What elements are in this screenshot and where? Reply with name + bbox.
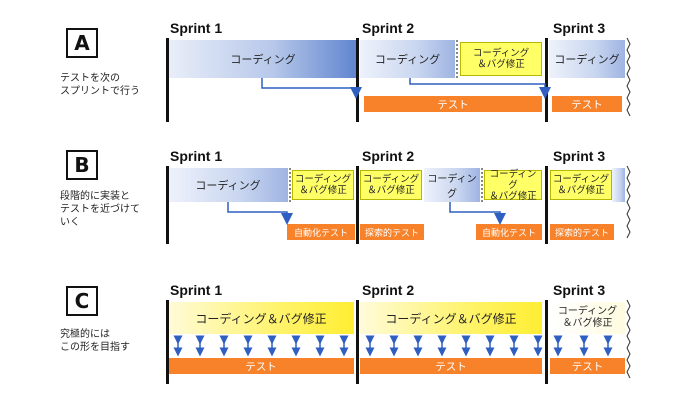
row-c-badge: C [66,286,98,316]
row-b-sprint-1-auto-test: 自動化テスト [287,224,355,240]
row-b-sprint-3-exploratory-test: 探索的テスト [550,224,614,240]
row-a-sprint-2-label: Sprint 2 [362,20,415,36]
row-b-sprint-1-divider [289,168,291,202]
row-b-sprint-1-coding: コーディング [168,168,288,202]
row-b-sprint-3-start [545,166,548,244]
row-b-arrow-2 [449,202,506,225]
row-c-sprint-3-test: テスト [550,358,625,374]
row-b-sprint-2-coding: コーディング [424,168,480,202]
row-a-sprint-2-coding-bugfix: コーディング ＆バグ修正 [460,42,542,76]
row-c-sprint-1-test: テスト [168,358,354,374]
row-c-sprint-3-start [545,300,548,384]
row-a-sprint-3-start [545,38,548,122]
row-a-sprint-3-test: テスト [552,96,622,112]
row-b-sprint-1-coding-bugfix: コーディング ＆バグ修正 [292,170,354,200]
row-b-sprint-2-coding-bugfix-1: コーディング ＆バグ修正 [360,170,422,200]
row-a-sprint-1-coding: コーディング [168,40,358,78]
row-c-sprint-3-coding-bugfix: コーディング ＆バグ修正 [550,302,625,334]
row-a-sprint-1-label: Sprint 1 [170,20,223,36]
row-c-sprint-2-test: テスト [360,358,542,374]
row-a-sprint-3-label: Sprint 3 [553,20,606,36]
row-b-sprint-2-divider [481,168,483,202]
row-c-zigzag [626,299,631,379]
row-c-sprint-1-label: Sprint 1 [170,282,223,298]
row-b-sprint-1-label: Sprint 1 [170,148,223,164]
row-c-sprint-1-coding-bugfix: コーディング＆バグ修正 [168,302,354,334]
row-a-sprint-2-test: テスト [364,96,542,112]
row-a-description: テストを次の スプリントで行う [60,73,140,97]
row-a-sprint-2-coding: コーディング [360,40,455,78]
row-c-sprint-2-coding-bugfix: コーディング＆バグ修正 [360,302,542,334]
row-a-zigzag [626,37,631,117]
row-b-sprint-3-label: Sprint 3 [553,148,606,164]
row-c-sprint-3-label: Sprint 3 [553,282,606,298]
row-a-sprint-3-coding: コーディング [549,40,625,78]
row-a-sprint-2-start [356,38,359,122]
row-a-sprint-1-start [166,38,169,122]
row-b-sprint-2-label: Sprint 2 [362,148,415,164]
row-b-sprint-2-coding-bugfix-2: コーディング ＆バグ修正 [484,169,542,202]
row-b-zigzag [626,165,631,239]
row-a-badge: A [66,28,98,58]
row-b-description: 段階的に実装と テストを近づけて いく [60,191,140,228]
row-a-arrow-1 [261,78,362,99]
row-c-sprint-1-start [166,300,169,384]
row-c-sprint-2-start [356,300,359,384]
row-b-sprint-2-auto-test: 自動化テスト [476,224,542,240]
row-b-sprint-2-exploratory-test: 探索的テスト [360,224,424,240]
row-b-sprint-3-coding-bugfix: コーディング ＆バグ修正 [550,170,612,200]
row-b-badge: B [66,150,98,180]
row-c-sprint-2-label: Sprint 2 [362,282,415,298]
row-b-arrow-1 [227,202,293,225]
row-b-sprint-3-coding-tail [612,168,625,202]
row-b-sprint-2-start [356,166,359,244]
row-b-sprint-1-start [166,166,169,244]
row-a-arrow-2 [409,78,551,99]
row-c-description: 究極的には この形を目指す [60,329,130,353]
row-a-sprint-2-divider [456,40,458,78]
